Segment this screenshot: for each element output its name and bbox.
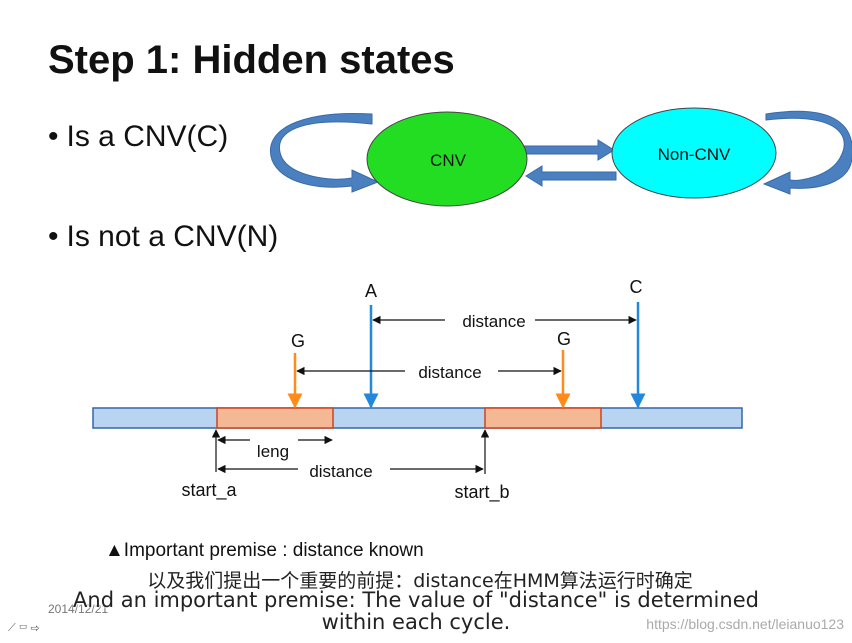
marker-g2-label: G — [557, 329, 571, 349]
marker-g1-label: G — [291, 331, 305, 351]
bullet-is-cnv: •Is a CNV(C) — [48, 120, 228, 154]
state-diagram: CNV Non-CNV — [270, 107, 852, 207]
subtitle-chinese: 以及我们提出一个重要的前提：distance在HMM算法运行时确定 — [147, 570, 693, 592]
slide-date: 2014/12/21 — [48, 602, 109, 616]
cnv-self-loop-arrow — [270, 112, 380, 193]
bullet-dot: • — [48, 220, 59, 253]
segment-b — [484, 407, 602, 429]
subtitle-english-line2: within each cycle. — [321, 610, 511, 634]
marker-a-label: A — [365, 281, 377, 301]
premise-text: ▲Important premise : distance known — [105, 540, 424, 561]
cnv-state-node — [366, 111, 528, 207]
distance-starts-label: distance — [309, 462, 372, 481]
non-cnv-state-node — [611, 107, 777, 199]
cnv-to-noncnv-arrow — [523, 139, 615, 161]
non-cnv-self-loop-arrow — [762, 110, 852, 195]
noncnv-to-cnv-arrow — [525, 165, 617, 187]
bullet-text: Is not a CNV(N) — [66, 220, 279, 253]
leng-label: leng — [257, 442, 289, 461]
marker-c-label: C — [630, 277, 643, 297]
slide-title: Step 1: Hidden states — [48, 38, 455, 82]
bullet-not-cnv: •Is not a CNV(N) — [48, 220, 278, 254]
start-b-label: start_b — [454, 482, 509, 503]
cnv-state-label: CNV — [430, 151, 467, 170]
watermark: https://blog.csdn.net/leianuo123 — [646, 616, 844, 632]
subtitle-english-line1: And an important premise: The value of "… — [73, 588, 759, 612]
presentation-controls[interactable]: ⟋ ▭ ⇨ — [8, 622, 40, 634]
start-a-label: start_a — [181, 480, 237, 501]
segment-a — [216, 407, 334, 429]
genome-diagram: A C G G distance distance leng distance … — [92, 277, 743, 503]
dna-strand — [92, 407, 743, 429]
distance-gg-label: distance — [418, 363, 481, 382]
bullet-dot: • — [48, 120, 59, 153]
bullet-text: Is a CNV(C) — [66, 120, 229, 153]
non-cnv-state-label: Non-CNV — [658, 145, 731, 164]
distance-ac-label: distance — [462, 312, 525, 331]
